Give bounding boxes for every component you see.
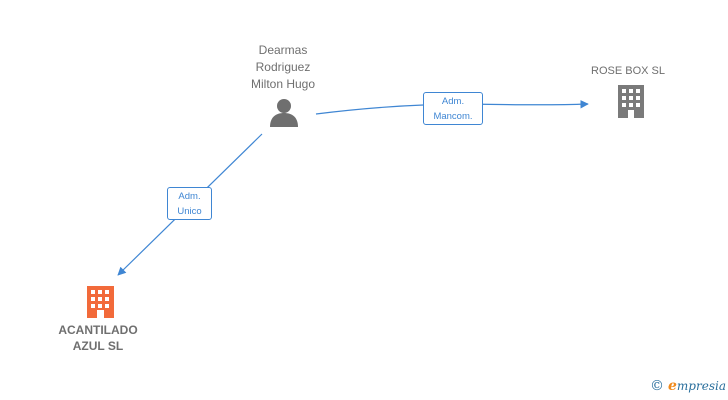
brand-name: mpresia (676, 379, 726, 393)
edge-label-mancom: Adm. Mancom. (423, 92, 483, 125)
person-icon[interactable] (270, 99, 298, 127)
company-label-rose-box[interactable]: ROSE BOX SL (591, 65, 665, 77)
edge-label-unico: Adm. Unico (167, 187, 212, 220)
brand-initial: e (668, 378, 677, 394)
copyright-icon: © (650, 378, 664, 394)
building-icon-highlight[interactable] (87, 286, 114, 318)
company-label-acantilado[interactable]: ACANTILADO AZUL SL (58, 323, 138, 353)
person-name[interactable]: Dearmas Rodriguez Milton Hugo (250, 43, 316, 91)
brand-logo: ©empresia (650, 378, 726, 394)
building-icon[interactable] (618, 85, 644, 118)
